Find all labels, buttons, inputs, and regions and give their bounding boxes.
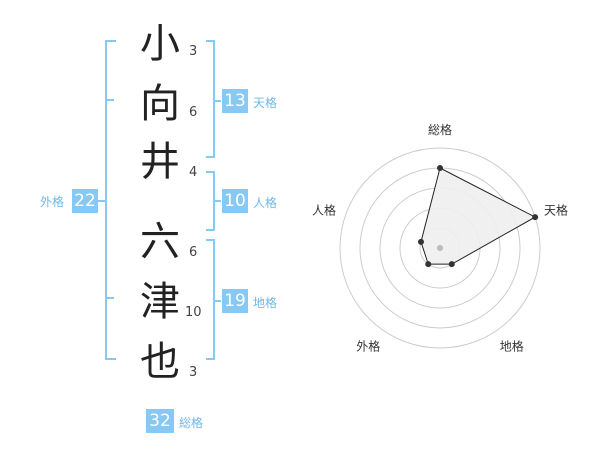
- gaikaku-badge: 22: [72, 189, 98, 213]
- stroke-count-1: 3: [189, 44, 198, 59]
- name-char-4: 六: [140, 219, 180, 265]
- soukaku-label: 総格: [179, 416, 204, 430]
- radar-point-0: [437, 165, 443, 171]
- radar-label-4: 人格: [312, 202, 336, 217]
- jinkaku-label: 人格: [253, 196, 278, 210]
- radar-area: [420, 167, 537, 265]
- soukaku-badge: 32: [146, 409, 174, 433]
- radar-label-0: 総格: [428, 122, 452, 137]
- tenkaku-badge: 13: [222, 89, 248, 113]
- name-char-3: 井: [140, 139, 180, 185]
- radar-point-3: [425, 261, 432, 268]
- radar-point-4: [417, 238, 424, 245]
- jinkaku-badge: 10: [222, 189, 248, 213]
- radar-label-3: 外格: [356, 339, 380, 354]
- gaikaku-label: 外格: [40, 195, 65, 209]
- chikaku-label: 地格: [253, 296, 278, 310]
- radar-points: [417, 165, 539, 268]
- radar-point-1: [532, 214, 539, 221]
- radar-label-1: 天格: [544, 202, 568, 217]
- radar-point-2: [448, 261, 455, 268]
- radar-label-2: 地格: [500, 339, 524, 354]
- stroke-count-3: 4: [189, 165, 198, 180]
- name-char-5: 津: [140, 279, 180, 325]
- chikaku-badge: 19: [222, 289, 248, 313]
- stroke-count-2: 6: [189, 105, 198, 120]
- radar-center-dot: [437, 245, 443, 251]
- stroke-count-6: 3: [189, 365, 198, 380]
- stroke-count-5: 10: [185, 305, 202, 320]
- radar-ring-5: [339, 147, 541, 349]
- stroke-count-4: 6: [189, 245, 198, 260]
- name-char-1: 小: [140, 21, 180, 67]
- name-char-6: 也: [140, 339, 180, 385]
- tenkaku-label: 天格: [253, 96, 278, 110]
- name-char-2: 向: [140, 81, 180, 127]
